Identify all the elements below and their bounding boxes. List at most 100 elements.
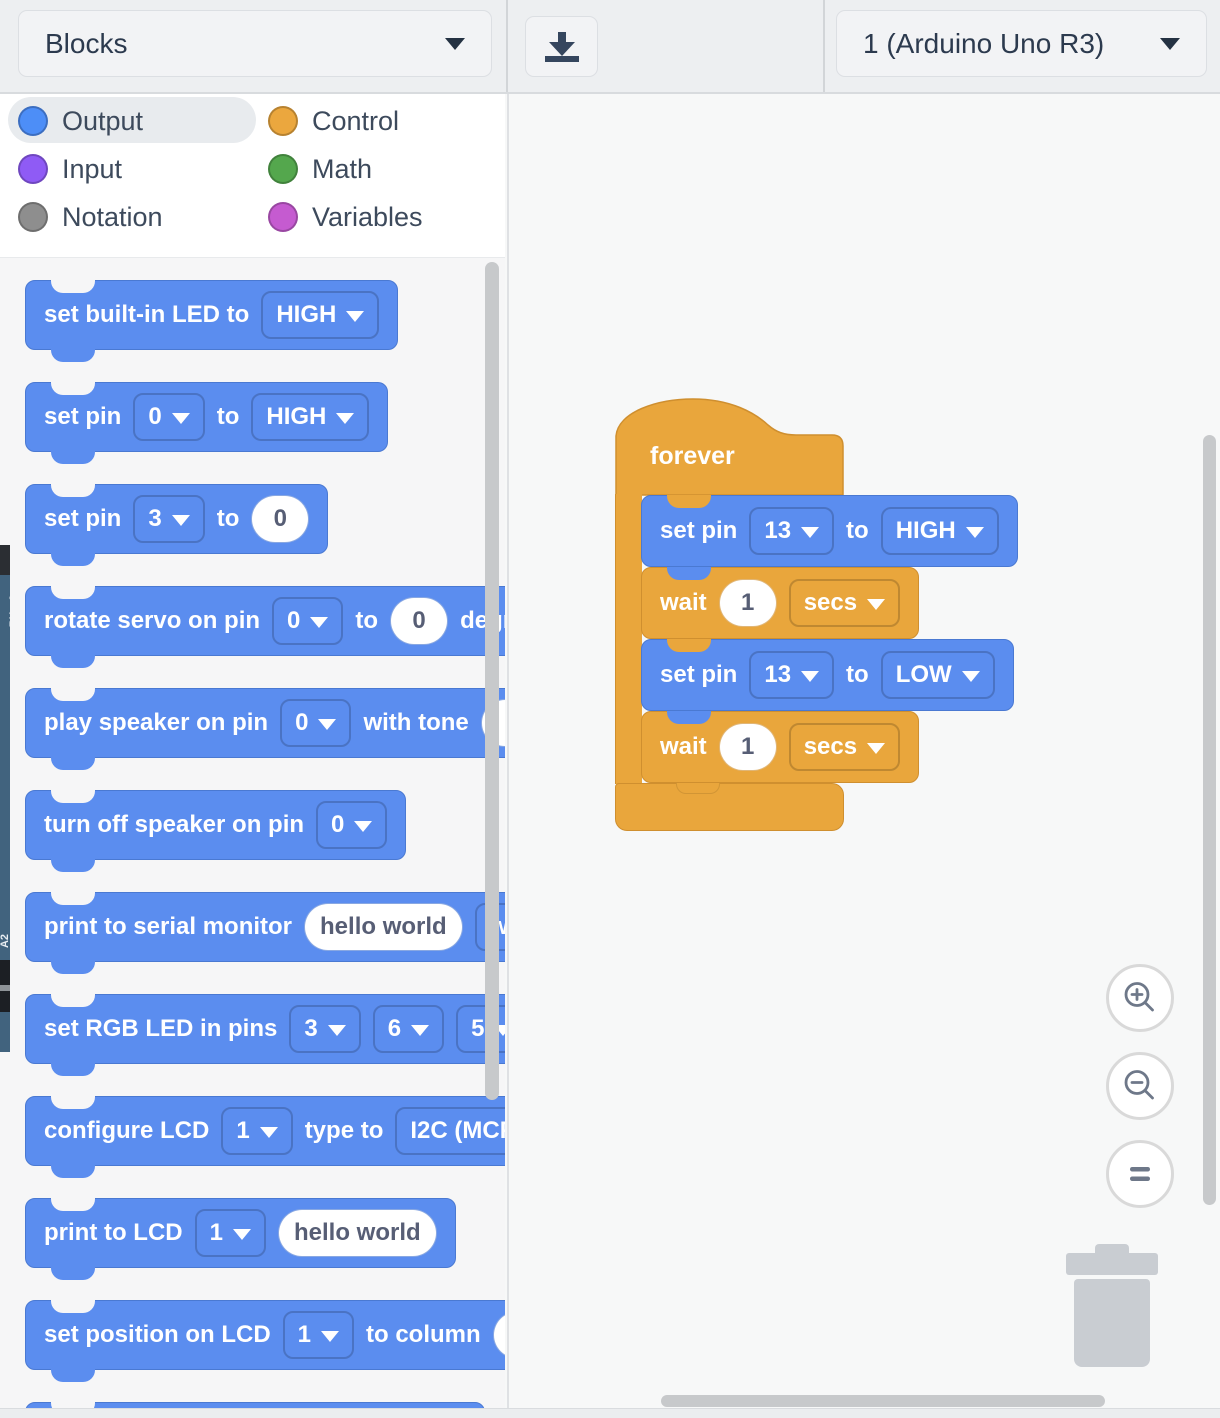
value-input-oval[interactable]: 0	[390, 597, 449, 645]
forever-block-spine[interactable]	[615, 494, 642, 784]
dropdown-field[interactable]: HIGH	[261, 291, 380, 339]
trash-can-icon[interactable]	[1066, 1244, 1158, 1367]
zoom-in-button[interactable]	[1106, 964, 1174, 1032]
category-item-math[interactable]: Math	[268, 145, 372, 193]
block-notch-dent	[51, 1096, 95, 1109]
block-notch-dent	[51, 1300, 95, 1313]
dropdown-field[interactable]: 0	[316, 801, 388, 849]
category-color-dot	[268, 154, 298, 184]
category-item-control[interactable]: Control	[268, 97, 399, 145]
dropdown-field[interactable]: 0	[272, 597, 344, 645]
dropdown-field[interactable]: I2C (MCP	[395, 1107, 505, 1155]
block-notch-dent	[667, 495, 711, 508]
download-button[interactable]	[525, 16, 598, 77]
dropdown-field[interactable]: 1	[221, 1107, 293, 1155]
category-item-output[interactable]: Output	[18, 97, 143, 145]
blocks-mode-dropdown[interactable]: Blocks	[18, 10, 492, 77]
palette-scrollbar[interactable]	[485, 262, 499, 1100]
block-notch-bump	[51, 451, 95, 464]
block-label: to	[846, 517, 869, 544]
dropdown-field[interactable]: secs	[788, 579, 901, 627]
dropdown-field[interactable]: 3	[289, 1005, 361, 1053]
block-notch-bump	[51, 655, 95, 668]
dropdown-field[interactable]: HIGH	[880, 507, 999, 555]
block-notch-dent	[51, 280, 95, 293]
dropdown-field[interactable]: secs	[788, 723, 901, 771]
chevron-down-icon	[354, 820, 373, 832]
chevron-down-icon	[233, 1228, 251, 1240]
chevron-down-icon	[318, 718, 337, 730]
value-input-oval[interactable]	[492, 1311, 505, 1359]
category-color-dot	[268, 202, 298, 232]
category-item-input[interactable]: Input	[18, 145, 122, 193]
dropdown-field[interactable]: 5	[456, 1005, 505, 1053]
bottom-edge	[0, 1408, 1220, 1418]
chevron-down-icon	[801, 670, 820, 682]
category-item-variables[interactable]: Variables	[268, 193, 423, 241]
dropdown-field[interactable]: 13	[749, 507, 835, 555]
device-dropdown[interactable]: 1 (Arduino Uno R3)	[836, 10, 1207, 77]
category-color-dot	[18, 106, 48, 136]
category-color-dot	[18, 154, 48, 184]
block-label: type to	[304, 1117, 384, 1144]
palette-block-rotate-servo[interactable]: rotate servo on pin0to0degrees	[25, 586, 505, 668]
dropdown-field[interactable]: 0	[133, 393, 205, 441]
block-label: set pin	[44, 505, 122, 532]
forever-block-bottom-arm[interactable]	[615, 783, 844, 831]
value-input-oval[interactable]: 0	[251, 495, 310, 543]
dropdown-field[interactable]: 3	[133, 495, 205, 543]
value-input-oval[interactable]: 1	[718, 723, 777, 771]
dropdown-value: 13	[764, 661, 792, 688]
dropdown-value: secs	[803, 733, 858, 760]
value-input-oval[interactable]: 1	[718, 579, 777, 627]
zoom-out-button[interactable]	[1106, 1052, 1174, 1120]
toolbar-divider	[823, 0, 825, 92]
zoom-reset-button[interactable]	[1106, 1140, 1174, 1208]
palette-block-turn-off-speaker[interactable]: turn off speaker on pin 0	[25, 790, 407, 872]
dropdown-value: LOW	[895, 661, 952, 688]
dropdown-field[interactable]: 0	[280, 699, 352, 747]
dropdown-field[interactable]: 1	[194, 1209, 266, 1257]
chevron-down-icon	[867, 598, 886, 610]
next-block-notch	[676, 783, 720, 794]
dropdown-field[interactable]: 1	[282, 1311, 355, 1359]
block-label: with tone	[363, 709, 469, 736]
category-color-dot	[268, 106, 298, 136]
palette-row: rotate servo on pin0to0degrees	[25, 586, 505, 668]
block-label: turn off speaker on pin	[44, 811, 305, 838]
dropdown-field[interactable]: 13	[749, 651, 835, 699]
chevron-down-icon	[801, 526, 820, 538]
dropdown-field[interactable]: LOW	[880, 651, 995, 699]
block-label: set built-in LED to	[44, 301, 250, 328]
canvas-vertical-scrollbar[interactable]	[1203, 435, 1216, 1205]
forever-block-hat[interactable]	[615, 398, 844, 496]
value-input-oval[interactable]: hello world	[278, 1209, 437, 1257]
dropdown-value: 0	[148, 403, 162, 430]
palette-block-set-built-in-led[interactable]: set built-in LED to HIGH	[25, 280, 399, 362]
category-item-notation[interactable]: Notation	[18, 193, 163, 241]
block-label: print to LCD	[44, 1219, 183, 1246]
block-notch-bump	[51, 961, 95, 974]
canvas-horizontal-scrollbar[interactable]	[661, 1395, 1105, 1407]
chevron-down-icon	[1160, 37, 1180, 50]
value-input-oval[interactable]: hello world	[304, 903, 463, 951]
dropdown-field[interactable]: HIGH	[251, 393, 370, 441]
dropdown-field[interactable]: 6	[372, 1005, 445, 1053]
dropdown-value: 1	[236, 1117, 250, 1144]
